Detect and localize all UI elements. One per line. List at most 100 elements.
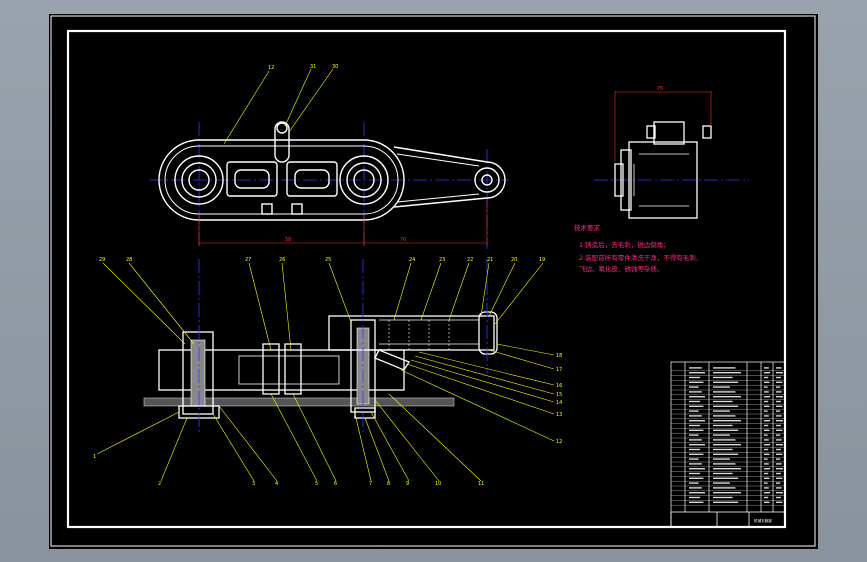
dimension-70: 70 <box>400 237 406 243</box>
parts-list-cell-mark <box>689 439 702 441</box>
parts-list-cell-mark <box>689 501 704 503</box>
parts-list-cell-mark <box>689 429 704 431</box>
parts-list-cell-mark <box>713 439 736 441</box>
parts-list-cell-mark <box>776 386 781 388</box>
parts-list-cell-mark <box>689 381 704 383</box>
parts-list-cell-mark <box>713 405 739 407</box>
parts-list-cell-mark <box>764 468 770 470</box>
parts-list-cell-mark <box>764 410 768 412</box>
cad-viewport[interactable]: 58 70 12 31 30 75 技术要求 1.铸造后，去毛刺，锐边倒角； 2… <box>49 14 818 549</box>
mechanical-drawing: 58 70 12 31 30 75 技术要求 1.铸造后，去毛刺，锐边倒角； 2… <box>50 15 816 547</box>
parts-list-cell-mark <box>764 391 769 393</box>
top-view-dimensions: 58 70 <box>198 199 488 246</box>
parts-list-cell-mark <box>776 453 783 455</box>
balloon-10: 10 <box>435 481 441 487</box>
side-view-dimension: 75 <box>614 86 712 162</box>
parts-list-cell-mark <box>713 396 741 398</box>
balloon-12-right: 12 <box>556 439 562 445</box>
inner-frame <box>66 29 787 529</box>
parts-list-cell-mark <box>689 386 699 388</box>
side-top-ear-right <box>702 125 712 139</box>
balloon-24: 24 <box>409 257 415 263</box>
parts-list-cell-mark <box>776 463 782 465</box>
parts-list-cell-mark <box>764 439 769 441</box>
parts-list-cell-mark <box>776 477 783 479</box>
balloon-5: 5 <box>315 481 318 487</box>
parts-list-cell-mark <box>776 391 782 393</box>
parts-list-cell-mark <box>776 372 783 374</box>
parts-list-cell-mark <box>689 400 701 403</box>
right-bearing-cap <box>354 407 376 419</box>
balloon-13: 13 <box>556 412 562 418</box>
parts-list-cell-mark <box>776 492 783 494</box>
balloon-22: 22 <box>467 257 473 263</box>
mid-pivot-ring <box>339 155 389 205</box>
balloon-19: 19 <box>539 257 545 263</box>
parts-list-cell-mark <box>764 372 770 374</box>
balloon-29: 29 <box>99 257 105 263</box>
end-wheel <box>478 311 498 355</box>
parts-list-cell-mark <box>689 477 704 479</box>
balloon-30: 30 <box>332 64 338 70</box>
parts-list-cell-mark <box>776 367 782 369</box>
tech-req-line-1: 1.铸造后，去毛刺，锐边倒角； <box>579 240 670 249</box>
parts-list-cell-mark <box>713 448 733 451</box>
parts-list-cell-mark <box>713 420 741 422</box>
parts-list <box>670 361 786 528</box>
mid-pivot-shaft <box>353 169 375 191</box>
mid-shaft-b <box>284 343 302 395</box>
upper-gearbox <box>328 315 495 351</box>
parts-list-cell-mark <box>764 424 769 427</box>
bolt-boss-2 <box>291 203 303 215</box>
parts-list-cell-mark <box>764 400 769 403</box>
dimension-75: 75 <box>657 86 663 92</box>
balloon-23: 23 <box>439 257 445 263</box>
front-view-centerlines <box>198 259 488 434</box>
parts-list-cell-mark <box>689 424 701 427</box>
end-pivot-ring <box>474 167 500 193</box>
left-pivot-shaft <box>188 169 210 191</box>
parts-list-cell-mark <box>764 448 769 451</box>
technical-requirements: 技术要求 1.铸造后，去毛刺，锐边倒角； 2.装配前所有零件清洗干净，不得有毛刺… <box>574 223 702 273</box>
balloon-8: 8 <box>387 481 390 487</box>
body-window-right <box>286 161 338 197</box>
parts-list-cell-mark <box>776 439 782 441</box>
parts-list-cell-mark <box>713 434 730 436</box>
tapered-link-ribs <box>396 153 480 203</box>
parts-list-cell-mark <box>689 410 699 412</box>
parts-list-cell-mark <box>689 420 705 422</box>
balloon-31: 31 <box>310 64 316 70</box>
tech-req-line-2: 2.装配前所有零件清洗干净，不得有毛刺、 <box>579 253 702 262</box>
parts-list-cell-mark <box>776 429 783 431</box>
parts-list-cell-mark <box>689 396 705 398</box>
top-lug-hole <box>276 122 288 134</box>
balloon-17: 17 <box>556 367 562 373</box>
parts-list-cell-mark <box>713 386 730 388</box>
parts-list-cell-mark <box>713 376 733 379</box>
drawing-title: 机械手腕部 <box>754 518 772 523</box>
parts-list-cell-mark <box>713 468 741 470</box>
parts-list-cell-mark <box>764 477 770 479</box>
slot-left <box>234 169 270 189</box>
parts-list-cell-mark <box>764 482 768 484</box>
parts-list-cell-mark <box>764 444 770 446</box>
parts-list-cell-mark <box>713 458 730 460</box>
balloon-18: 18 <box>556 353 562 359</box>
top-view-leaders: 12 31 30 <box>223 64 338 145</box>
balloon-7: 7 <box>369 481 372 487</box>
parts-list-cell-mark <box>713 400 733 403</box>
parts-list-cell-mark <box>776 420 783 422</box>
side-hub <box>614 163 624 197</box>
parts-list-cell-mark <box>713 429 739 431</box>
balloon-11: 11 <box>478 481 484 487</box>
parts-list-cell-mark <box>689 415 702 417</box>
parts-list-cell-mark <box>689 458 699 460</box>
parts-list-cell-mark <box>713 367 736 369</box>
parts-list-cell-mark <box>764 376 769 379</box>
parts-list-cell-mark <box>713 410 730 412</box>
parts-list-cell-mark <box>776 468 783 470</box>
parts-list-cell-mark <box>776 501 783 503</box>
parts-list-cell-mark <box>764 420 770 422</box>
balloon-21: 21 <box>487 257 493 263</box>
balloon-14: 14 <box>556 400 562 406</box>
